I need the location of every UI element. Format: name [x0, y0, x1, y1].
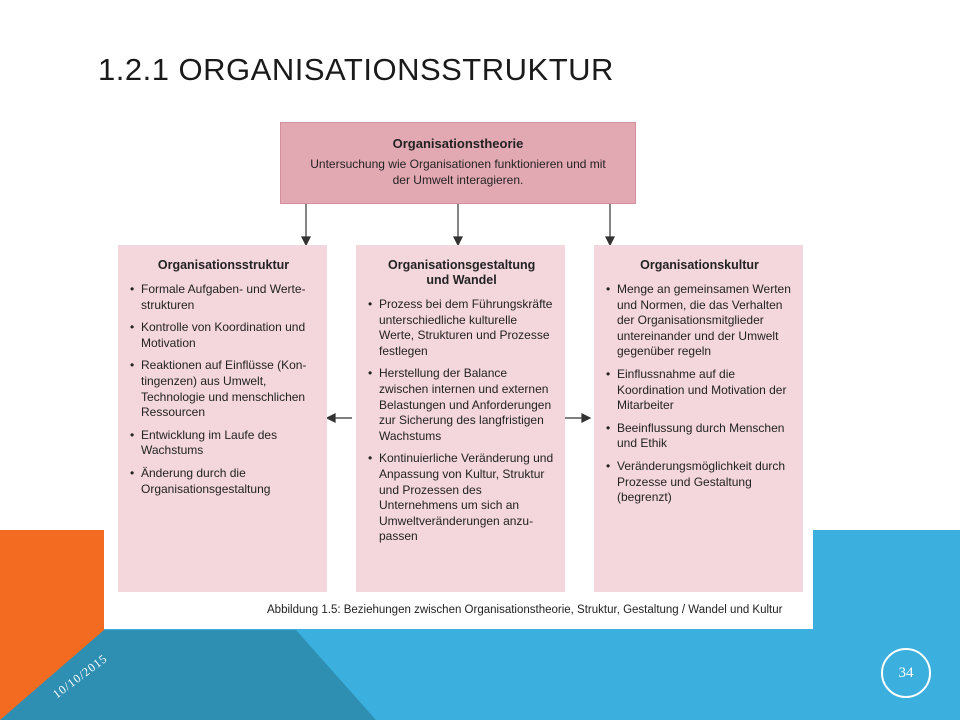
figure-caption: Abbildung 1.5: Beziehungen zwischen Orga…	[267, 604, 783, 616]
list-item: Herstellung der Balance zwischen interne…	[368, 366, 555, 444]
column-list: Prozess bei dem Führungskräfte unterschi…	[368, 297, 555, 545]
box-organisationsgestaltung: Organisationsgestaltung und Wandel Proze…	[356, 245, 565, 592]
column-title: Organisationsgestaltung und Wandel	[388, 258, 536, 287]
list-item: Menge an gemeinsamen Werten und Normen, …	[606, 282, 793, 360]
diagram-arrows	[301, 204, 615, 423]
list-item: Beeinflussung durch Menschen und Ethik	[606, 421, 793, 452]
arrowhead-kultur	[605, 236, 615, 247]
arrowhead-struktur	[301, 236, 311, 247]
column-title: Organisationskultur	[640, 258, 759, 272]
list-item: Veränderungsmöglichkeit durch Prozesse u…	[606, 459, 793, 506]
box-title: Organisationstheorie	[392, 136, 524, 151]
page-number: 34	[898, 664, 914, 681]
list-item: Kontinuierliche Veränderung und Anpassun…	[368, 451, 555, 545]
list-item: Änderung durch die Organisationsgestaltu…	[130, 466, 317, 497]
list-item: Einflussnahme auf die Koordination und M…	[606, 367, 793, 414]
box-organisationskultur: Organisationskultur Menge an gemeinsamen…	[594, 245, 803, 592]
list-item: Reaktionen auf Einflüsse (Kon-tingenzen)…	[130, 358, 317, 420]
slide-title: 1.2.1 ORGANISATIONSSTRUKTUR	[98, 52, 614, 87]
page-number-badge: 34	[881, 648, 931, 698]
column-list: Formale Aufgaben- und Werte-strukturen K…	[130, 282, 317, 497]
box-organisationstheorie: Organisationstheorie Untersuchung wie Or…	[280, 122, 636, 204]
diagram-figure: Organisationstheorie Untersuchung wie Or…	[104, 110, 813, 629]
column-title: Organisationsstruktur	[157, 258, 290, 272]
box-organisationsstruktur: Organisationsstruktur Formale Aufgaben- …	[118, 245, 327, 592]
arrowhead-left	[325, 413, 336, 423]
arrowhead-gestaltung	[453, 236, 463, 247]
list-item: Formale Aufgaben- und Werte-strukturen	[130, 282, 317, 313]
list-item: Entwicklung im Laufe des Wachstums	[130, 428, 317, 459]
arrowhead-right	[581, 413, 592, 423]
column-list: Menge an gemeinsamen Werten und Normen, …	[606, 282, 793, 506]
list-item: Prozess bei dem Führungskräfte unterschi…	[368, 297, 555, 359]
box-description: Untersuchung wie Organisationen funktion…	[310, 157, 606, 187]
list-item: Kontrolle von Koordination und Motivatio…	[130, 320, 317, 351]
